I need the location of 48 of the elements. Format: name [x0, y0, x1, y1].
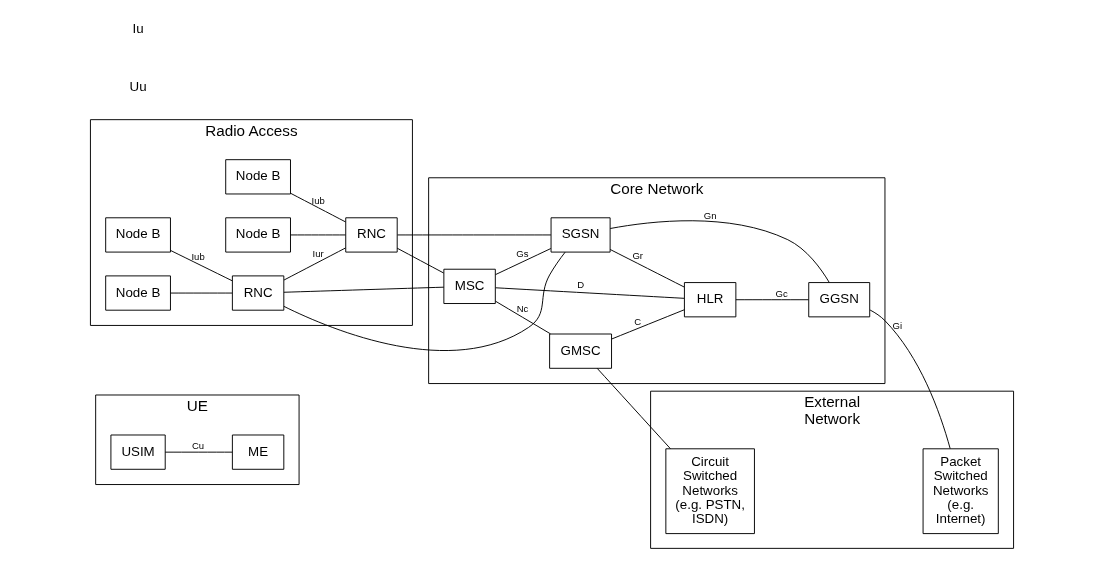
edge-label: Gn [703, 209, 717, 221]
edge-label: Cu [192, 440, 205, 452]
connector [290, 192, 346, 223]
connector [609, 249, 685, 288]
connector [170, 250, 233, 282]
connector [495, 287, 685, 299]
connector [396, 234, 552, 236]
edge-label: Iub [311, 194, 325, 206]
edge-label: Nc [516, 303, 529, 315]
label: Uu [129, 78, 147, 94]
node-box: GMSC [549, 333, 612, 369]
edge-label: C [634, 315, 642, 327]
node-box: Packet Switched Networks (e.g. Internet) [922, 448, 999, 535]
label: Iu [132, 20, 144, 36]
connector [596, 367, 671, 450]
edge-label: Gr [632, 249, 644, 261]
node-box: SGSN [550, 217, 611, 253]
node-box: Node B [225, 217, 291, 253]
node-box: USIM [110, 434, 166, 470]
edge-label: D [577, 279, 585, 291]
connector [495, 300, 551, 335]
connector [283, 247, 347, 281]
node-box: MSC [443, 268, 496, 304]
connector [869, 309, 951, 449]
node-box: ME [231, 434, 285, 470]
connector [611, 309, 685, 340]
connector [609, 220, 830, 283]
connector [290, 234, 346, 236]
connector [170, 292, 233, 294]
edge-label: Gi [892, 320, 903, 332]
connector [283, 286, 445, 293]
node-box: Node B [225, 159, 291, 195]
edge-label: Iur [312, 247, 324, 259]
node-box: GGSN [808, 282, 871, 318]
node-box: Node B [105, 275, 171, 311]
edge-label: Gs [516, 247, 529, 259]
connector [164, 451, 233, 453]
edge-label: Gc [775, 287, 788, 299]
connector [495, 248, 552, 276]
edge-label: Iub [191, 250, 205, 262]
node-box: RNC [345, 217, 398, 253]
node-box: Node B [105, 217, 171, 253]
connector [735, 299, 810, 301]
node-box: RNC [231, 275, 285, 311]
connector [396, 247, 445, 274]
node-box: Circuit Switched Networks (e.g. PSTN, ISDN) [665, 448, 755, 535]
connector [283, 251, 566, 351]
node-box: HLR [683, 282, 737, 318]
